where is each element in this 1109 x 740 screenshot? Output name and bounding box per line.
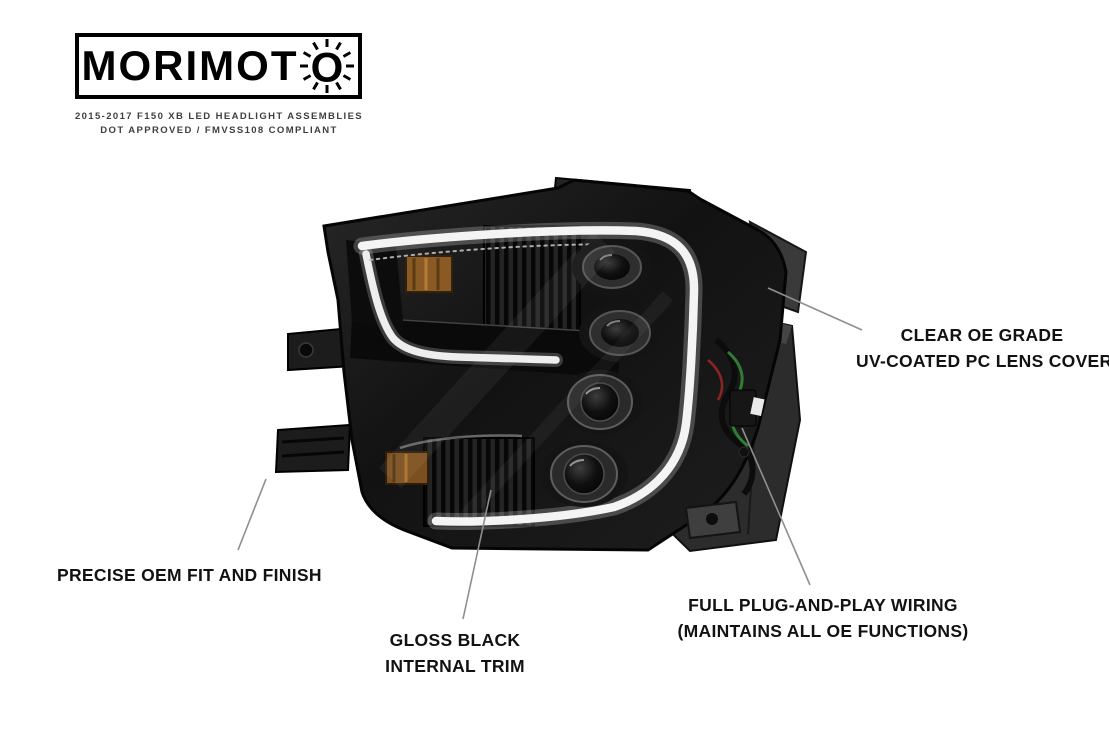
callout-oem-fit-line1: PRECISE OEM FIT AND FINISH	[57, 565, 322, 585]
lens-reflections	[378, 231, 674, 525]
lower-mounting-bracket	[684, 500, 742, 540]
projector-1	[572, 239, 652, 295]
amber-reflector-lower	[385, 451, 429, 485]
amber-reflector-upper	[405, 255, 453, 293]
mounting-tab-lower	[274, 423, 352, 474]
logo-last-letter: O	[311, 44, 344, 91]
callout-internal-trim-line1: GLOSS BLACK	[389, 630, 521, 650]
callout-lines	[237, 287, 863, 620]
callout-internal-trim-line2: INTERNAL TRIM	[385, 656, 525, 676]
callout-line-internal-trim	[462, 489, 492, 620]
callout-line-lens-cover	[767, 287, 863, 331]
mounting-tab-upper	[287, 326, 353, 372]
callout-wiring-line1: FULL PLUG-AND-PLAY WIRING	[688, 595, 958, 615]
callout-line-wiring	[741, 427, 811, 586]
callout-lens-cover: CLEAR OE GRADE UV-COATED PC LENS COVER	[856, 322, 1109, 374]
projector-4	[540, 441, 628, 507]
logo-sunburst-o-icon: O	[300, 39, 355, 93]
callout-internal-trim: GLOSS BLACK INTERNAL TRIM	[365, 627, 545, 679]
projector-2	[579, 304, 661, 362]
tagline-line2: DOT APPROVED / FMVSS108 COMPLIANT	[100, 125, 338, 136]
wiring-harness	[707, 337, 765, 496]
projector-3	[557, 370, 643, 434]
tagline-line1: 2015-2017 F150 XB LED HEADLIGHT ASSEMBLI…	[74, 111, 364, 122]
callout-lens-cover-line1: CLEAR OE GRADE	[900, 325, 1064, 345]
morimoto-logo: MORIMOT O	[75, 33, 362, 99]
heatsink-fins-lower	[423, 437, 535, 527]
callout-line-oem-fit	[237, 478, 267, 551]
callout-lens-cover-line2: UV-COATED PC LENS COVER	[856, 351, 1109, 371]
callout-wiring: FULL PLUG-AND-PLAY WIRING (MAINTAINS ALL…	[668, 592, 978, 644]
heatsink-fins-upper	[483, 225, 581, 333]
callout-oem-fit: PRECISE OEM FIT AND FINISH	[57, 562, 322, 588]
product-tagline: 2015-2017 F150 XB LED HEADLIGHT ASSEMBLI…	[60, 110, 378, 138]
logo-text: MORIMOT	[81, 42, 299, 89]
callout-wiring-line2: (MAINTAINS ALL OE FUNCTIONS)	[677, 621, 969, 641]
